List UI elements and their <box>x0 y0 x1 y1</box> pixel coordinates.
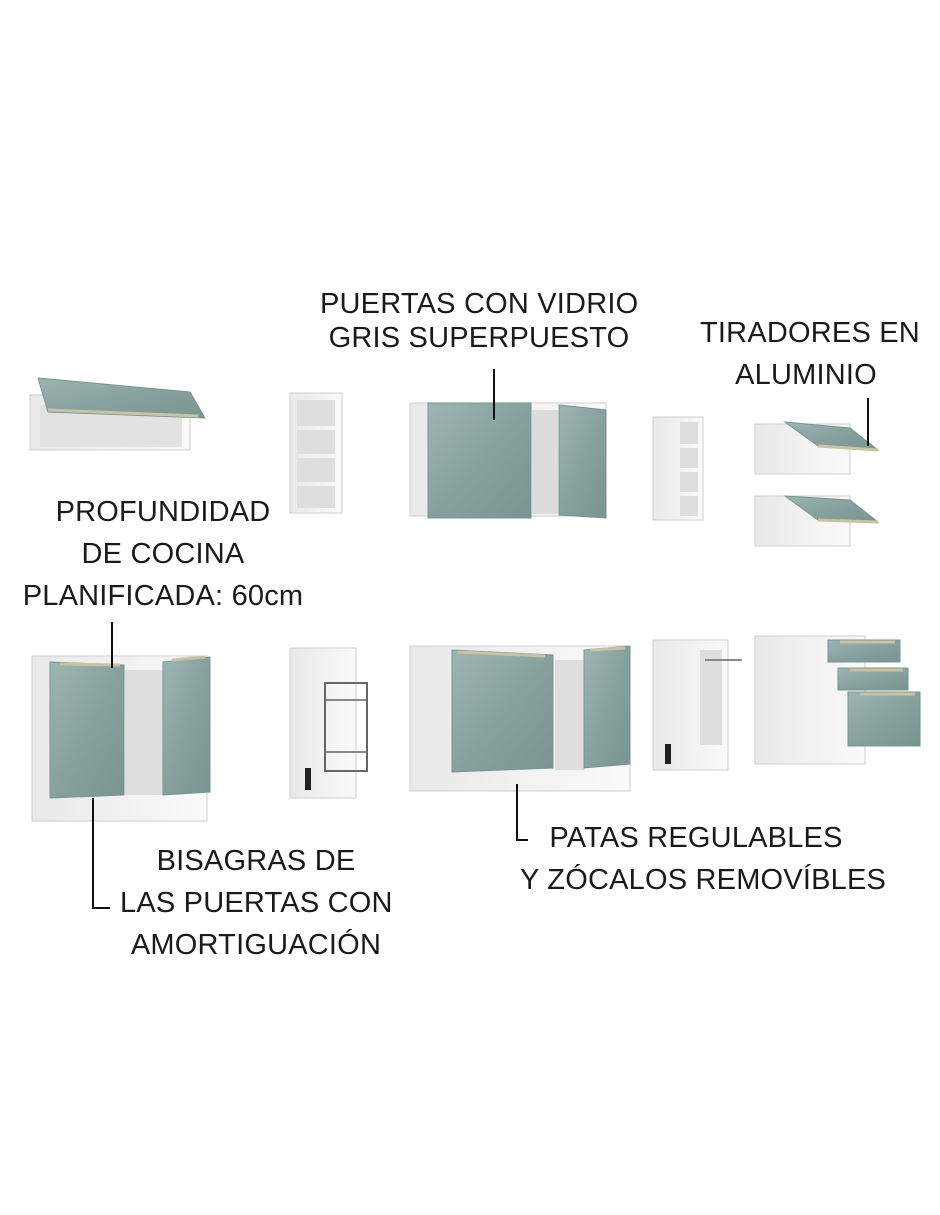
base-cabinet-pullout-basket <box>289 647 368 799</box>
base-cabinet-drawers <box>754 635 921 765</box>
label-depth: PROFUNDIDAD DE COCINA PLANIFICADA: 60cm <box>22 496 304 612</box>
label-glass-doors: PUERTAS CON VIDRIO GRIS SUPERPUESTO <box>320 288 639 354</box>
base-cabinet-large <box>409 645 631 792</box>
label-legs: PATAS REGULABLES Y ZÓCALOS REMOVÍBLES <box>520 822 887 896</box>
base-cabinet-narrow <box>652 639 742 771</box>
upper-cabinet-liftup-1 <box>29 377 206 451</box>
label-hinges: BISAGRAS DE LAS PUERTAS CON AMORTIGUACIÓ… <box>120 845 393 961</box>
leader-line-hinges <box>92 798 110 909</box>
open-shelf-tall-top <box>289 392 343 514</box>
small-liftup-cabinet-1 <box>754 421 880 475</box>
base-cabinet-left <box>31 655 211 822</box>
open-shelf-short-top <box>652 416 704 521</box>
upper-cabinet-glass-doors <box>409 402 607 519</box>
label-handles: TIRADORES EN ALUMINIO <box>700 317 920 391</box>
leader-line-legs <box>516 784 528 841</box>
small-liftup-cabinet-2 <box>754 495 880 547</box>
